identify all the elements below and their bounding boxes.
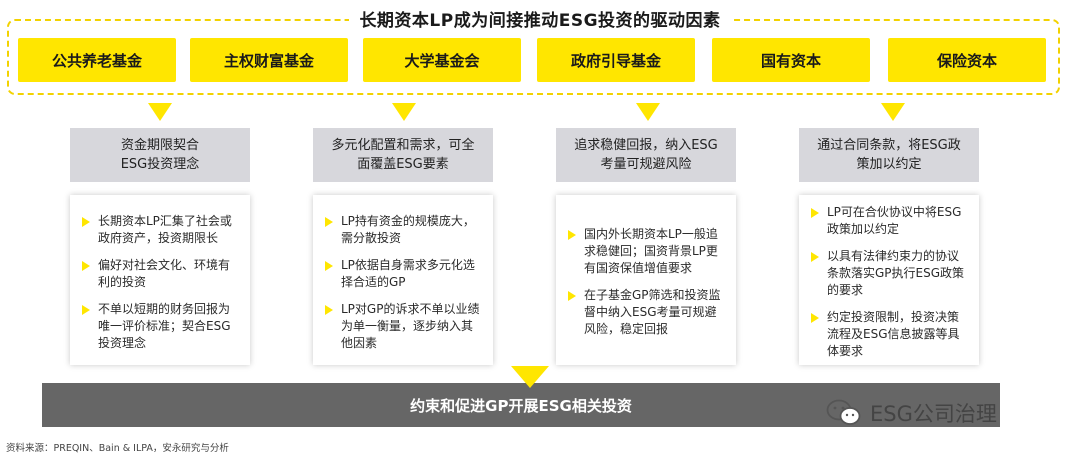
- column-header-4: 通过合同条款，将ESG政策加以约定: [799, 128, 979, 182]
- list-item: 以具有法律约束力的协议条款落实GP执行ESG政策的要求: [811, 248, 969, 299]
- lp-box-state-capital: 国有资本: [712, 38, 870, 82]
- triangle-right-icon: [82, 260, 90, 271]
- column-body-1: 长期资本LP汇集了社会或政府资产，投资期限长 偏好对社会文化、环境有利的投资 不…: [70, 195, 250, 365]
- list-item: 国内外长期资本LP一般追求稳健回；国资背景LP更有国资保值增值要求: [568, 226, 726, 277]
- triangle-down-icon: [148, 103, 172, 121]
- triangle-right-icon: [811, 313, 819, 323]
- lp-box-pension: 公共养老基金: [18, 38, 176, 82]
- triangle-down-icon: [392, 103, 416, 121]
- column-body-3: 国内外长期资本LP一般追求稳健回；国资背景LP更有国资保值增值要求 在子基金GP…: [556, 195, 736, 365]
- triangle-right-icon: [82, 304, 90, 315]
- triangle-right-icon: [82, 216, 90, 227]
- list-item: LP对GP的诉求不单以业绩为单一衡量，逐步纳入其他因素: [325, 301, 483, 352]
- watermark: ESG公司治理: [826, 398, 997, 428]
- triangle-right-icon: [568, 230, 576, 240]
- triangle-right-icon: [811, 208, 819, 218]
- list-item: LP依据自身需求多元化选择合适的GP: [325, 257, 483, 291]
- list-item: 在子基金GP筛选和投资监督中纳入ESG考量可规避风险，稳定回报: [568, 287, 726, 338]
- lp-box-sovereign: 主权财富基金: [190, 38, 348, 82]
- column-body-2: LP持有资金的规模庞大，需分散投资 LP依据自身需求多元化选择合适的GP LP对…: [313, 195, 493, 365]
- list-item: 长期资本LP汇集了社会或政府资产，投资期限长: [82, 213, 240, 247]
- triangle-down-icon: [881, 103, 905, 121]
- lp-box-insurance: 保险资本: [888, 38, 1046, 82]
- diagram-title: 长期资本LP成为间接推动ESG投资的驱动因素: [0, 6, 1080, 31]
- column-header-2: 多元化配置和需求，可全面覆盖ESG要素: [313, 128, 493, 182]
- list-item: LP可在合伙协议中将ESG政策加以约定: [811, 204, 969, 238]
- triangle-right-icon: [325, 304, 333, 315]
- wechat-icon: [826, 399, 862, 427]
- triangle-right-icon: [568, 291, 576, 301]
- source-note: 资料来源：PREQIN、Bain & ILPA，安永研究与分析: [6, 443, 229, 454]
- list-item: LP持有资金的规模庞大，需分散投资: [325, 213, 483, 247]
- column-header-3: 追求稳健回报，纳入ESG考量可规避风险: [556, 128, 736, 182]
- triangle-right-icon: [811, 252, 819, 262]
- triangle-right-icon: [325, 216, 333, 227]
- triangle-down-icon: [511, 366, 549, 388]
- triangle-right-icon: [325, 260, 333, 271]
- list-item: 约定投资限制，投资决策流程及ESG信息披露等具体要求: [811, 309, 969, 360]
- list-item: 不单以短期的财务回报为唯一评价标准；契合ESG投资理念: [82, 301, 240, 352]
- lp-box-government: 政府引导基金: [537, 38, 695, 82]
- watermark-text: ESG公司治理: [870, 402, 997, 426]
- column-body-4: LP可在合伙协议中将ESG政策加以约定 以具有法律约束力的协议条款落实GP执行E…: [799, 195, 979, 365]
- lp-box-university: 大学基金会: [363, 38, 521, 82]
- list-item: 偏好对社会文化、环境有利的投资: [82, 257, 240, 291]
- triangle-down-icon: [636, 103, 660, 121]
